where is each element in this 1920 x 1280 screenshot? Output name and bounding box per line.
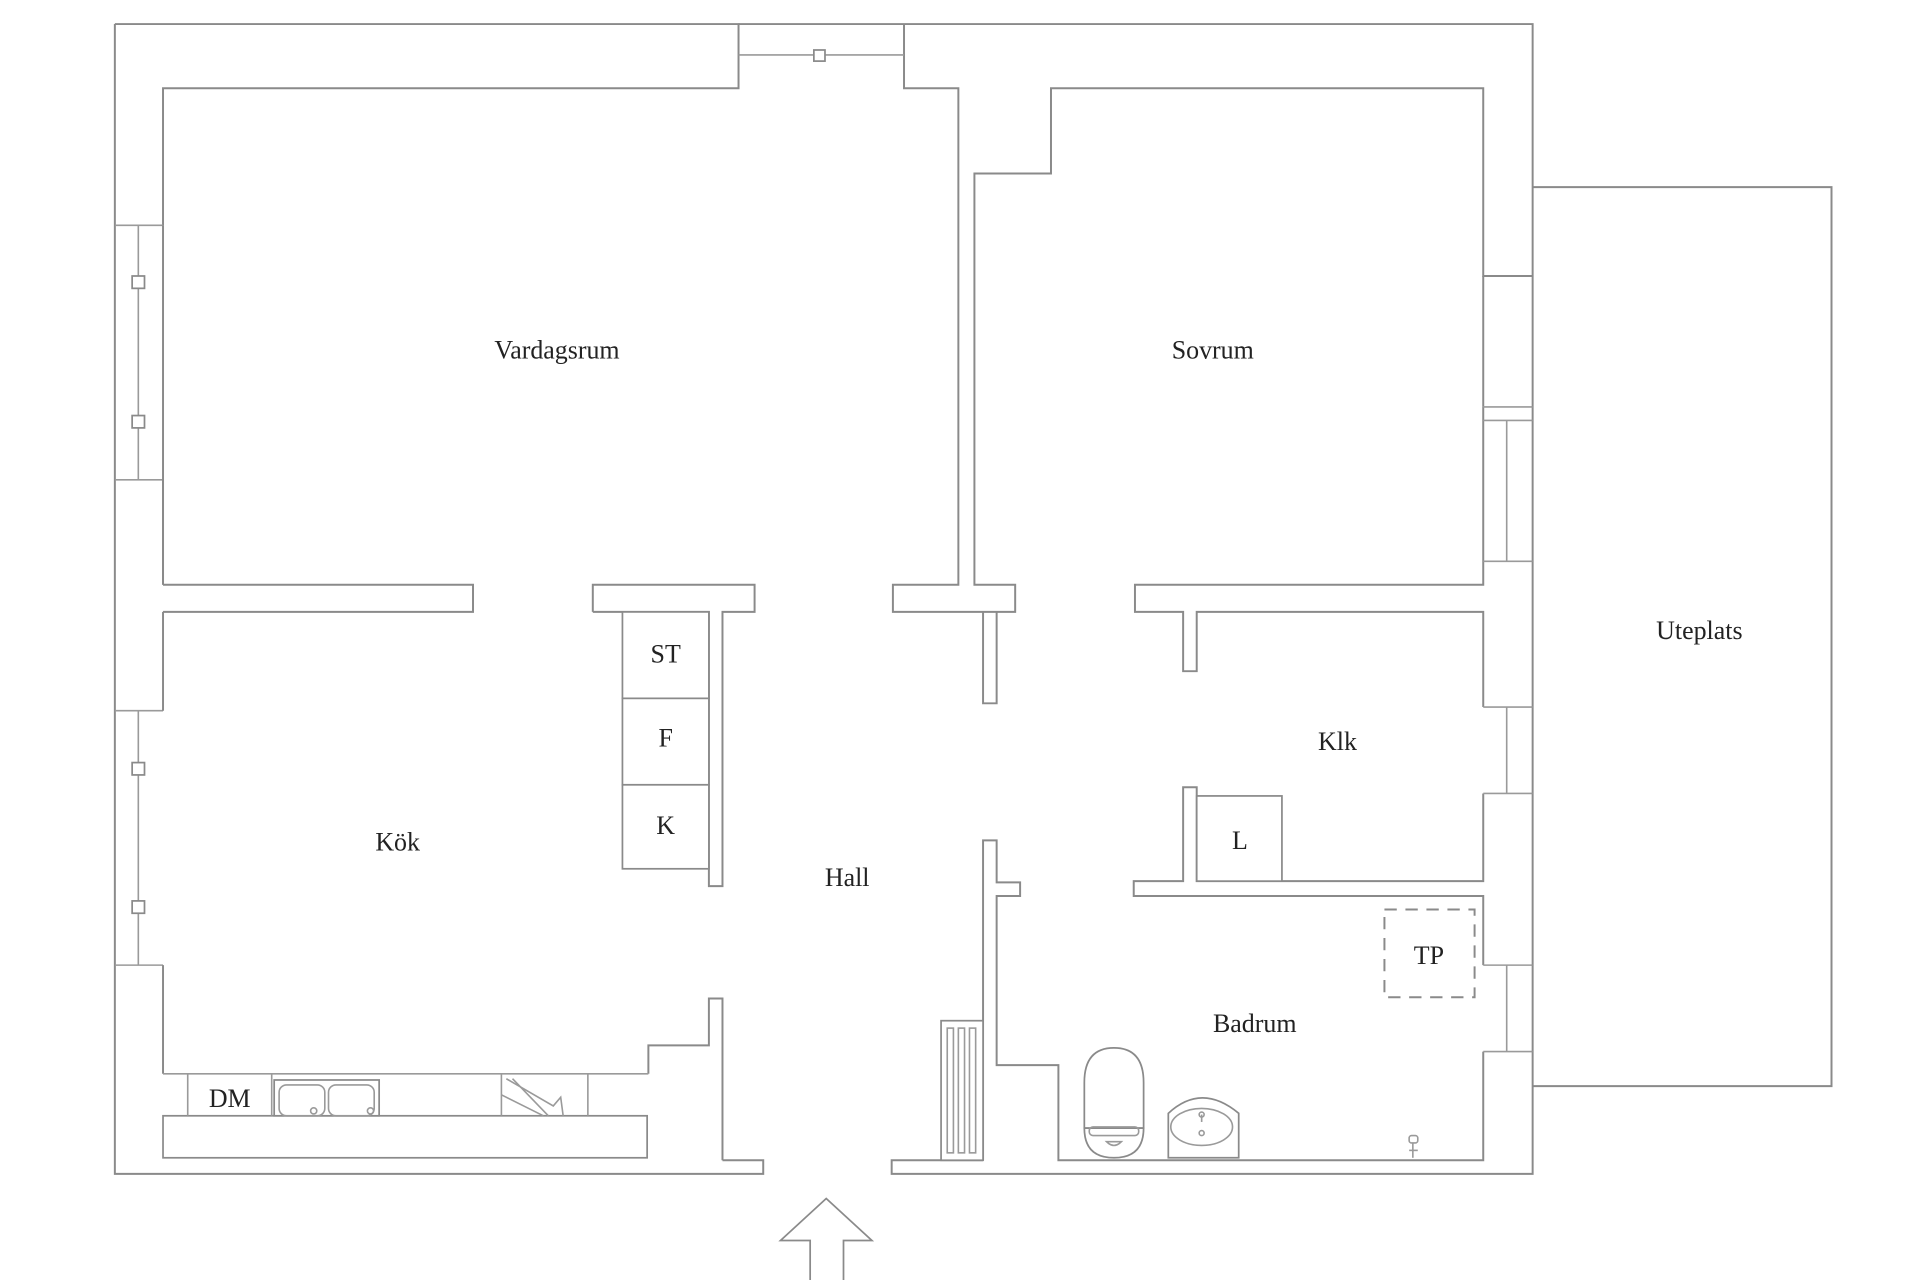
- fixture-label-f: F: [658, 724, 672, 753]
- sink-icon: [273, 1079, 381, 1117]
- closet-l: [1195, 795, 1283, 883]
- stove-icon: [501, 1078, 564, 1117]
- window-left-lower: [114, 709, 164, 966]
- window-right-lower: [1483, 964, 1533, 1053]
- terrace-outline: [1532, 186, 1833, 1088]
- radiator-icon: [940, 1019, 984, 1162]
- room-label-kok: Kök: [375, 827, 420, 856]
- entrance-arrow-icon: [778, 1197, 875, 1280]
- toilet-icon: [1083, 1047, 1145, 1159]
- fixture-label-k: K: [656, 811, 675, 840]
- floor-drain-icon: [1408, 1134, 1419, 1158]
- room-label-hall: Hall: [825, 863, 870, 892]
- room-label-vardagsrum: Vardagsrum: [494, 336, 619, 365]
- washbasin-icon: [1167, 1097, 1240, 1159]
- fixture-label-st: ST: [651, 640, 681, 669]
- room-label-uteplats: Uteplats: [1656, 616, 1742, 645]
- room-label-badrum: Badrum: [1213, 1009, 1297, 1038]
- fixture-label-l: L: [1232, 826, 1248, 855]
- room-label-sovrum: Sovrum: [1172, 336, 1254, 365]
- room-label-klk: Klk: [1318, 727, 1357, 756]
- tp-area: [1383, 908, 1476, 999]
- window-right-upper: [1483, 406, 1533, 563]
- wardrobe-units: [621, 611, 710, 870]
- fixture-label-dm: DM: [209, 1084, 251, 1113]
- window-right-middle: [1483, 706, 1533, 795]
- outer-walls: [113, 23, 1534, 1175]
- kitchen-counter: [162, 1073, 649, 1159]
- window-top: [738, 49, 905, 62]
- fixture-label-tp: TP: [1414, 941, 1444, 970]
- window-left-upper: [114, 224, 164, 481]
